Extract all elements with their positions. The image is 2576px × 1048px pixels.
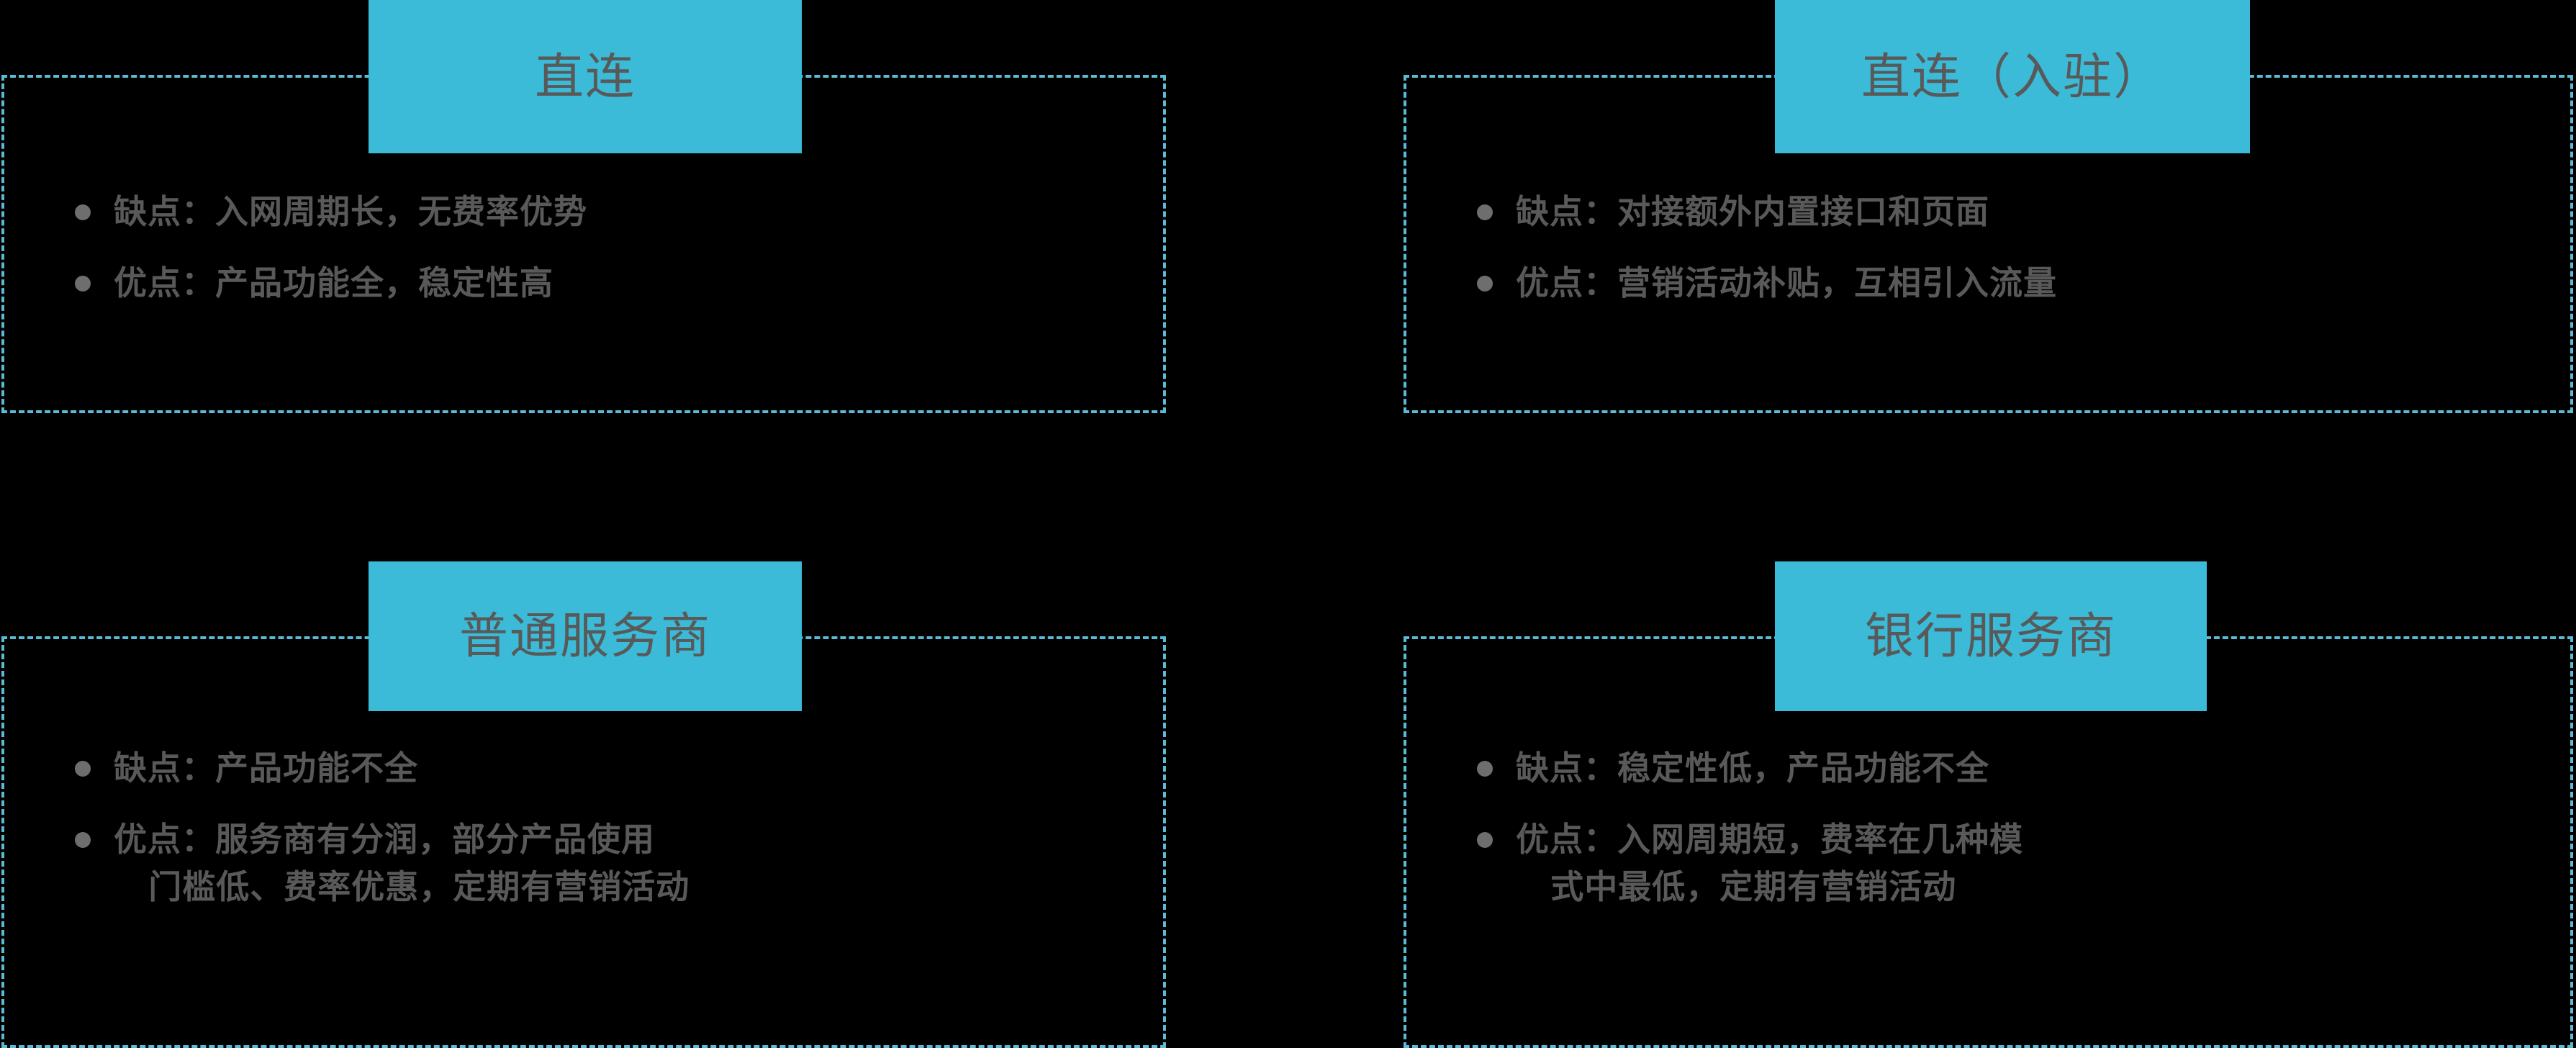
card-bullets-direct-connect: 缺点：入网周期长，无费率优势 优点：产品功能全，稳定性高 [75, 189, 1118, 332]
list-item: 优点：营销活动补贴，互相引入流量 [1477, 260, 2557, 307]
card-bullets-bank-service-provider: 缺点：稳定性低，产品功能不全 优点：入网周期短，费率在几种模 式中最低，定期有营… [1477, 745, 2557, 935]
bullet-line: 门槛低、费率优惠，定期有营销活动 [148, 867, 690, 905]
bullet-text: 缺点：产品功能不全 [114, 745, 418, 792]
bullet-line: 优点：服务商有分润，部分产品使用 [114, 821, 655, 859]
bullet-line: 缺点：稳定性低，产品功能不全 [1516, 749, 1989, 787]
bullet-line: 优点：入网周期短，费率在几种模 [1516, 821, 2023, 859]
bullet-text: 缺点：对接额外内置接口和页面 [1516, 193, 1989, 230]
bullet-dot-icon [75, 832, 91, 849]
bullet-text: 优点：服务商有分润，部分产品使用 门槛低、费率优惠，定期有营销活动 [114, 816, 690, 911]
list-item: 缺点：产品功能不全 [75, 745, 1118, 792]
bullet-text: 优点：入网周期短，费率在几种模 式中最低，定期有营销活动 [1516, 816, 2023, 911]
list-item: 优点：服务商有分润，部分产品使用 门槛低、费率优惠，定期有营销活动 [75, 816, 1118, 911]
bullet-dot-icon [1477, 276, 1493, 292]
card-bullets-general-service-provider: 缺点：产品功能不全 优点：服务商有分润，部分产品使用 门槛低、费率优惠，定期有营… [75, 745, 1118, 935]
list-item: 优点：入网周期短，费率在几种模 式中最低，定期有营销活动 [1477, 816, 2557, 911]
card-bullets-direct-connect-settled: 缺点：对接额外内置接口和页面 优点：营销活动补贴，互相引入流量 [1477, 189, 2557, 332]
card-title-direct-connect: 直连 [534, 49, 636, 104]
bullet-dot-icon [75, 276, 91, 292]
list-item: 缺点：稳定性低，产品功能不全 [1477, 745, 2557, 792]
list-item: 缺点：入网周期长，无费率优势 [75, 189, 1118, 235]
bullet-line: 缺点：产品功能不全 [114, 749, 418, 787]
bullet-text: 优点：营销活动补贴，互相引入流量 [1516, 264, 2057, 302]
bullet-dot-icon [1477, 204, 1493, 220]
bullet-dot-icon [1477, 761, 1493, 777]
bullet-text: 缺点：入网周期长，无费率优势 [114, 193, 587, 230]
card-header-bank-service-provider: 银行服务商 [1775, 561, 2207, 711]
bullet-line: 式中最低，定期有营销活动 [1550, 867, 1957, 905]
card-title-general-service-provider: 普通服务商 [458, 609, 711, 664]
bullet-text: 优点：产品功能全，稳定性高 [114, 264, 553, 302]
list-item: 优点：产品功能全，稳定性高 [75, 260, 1118, 307]
bullet-dot-icon [75, 204, 91, 220]
card-title-bank-service-provider: 银行服务商 [1864, 609, 2117, 664]
card-header-general-service-provider: 普通服务商 [369, 561, 802, 711]
card-header-direct-connect-settled: 直连（入驻） [1775, 0, 2250, 153]
card-header-direct-connect: 直连 [369, 0, 802, 153]
list-item: 缺点：对接额外内置接口和页面 [1477, 189, 2557, 235]
bullet-text: 缺点：稳定性低，产品功能不全 [1516, 745, 1989, 792]
card-title-direct-connect-settled: 直连（入驻） [1861, 49, 2164, 104]
bullet-dot-icon [75, 761, 91, 777]
bullet-dot-icon [1477, 832, 1493, 849]
